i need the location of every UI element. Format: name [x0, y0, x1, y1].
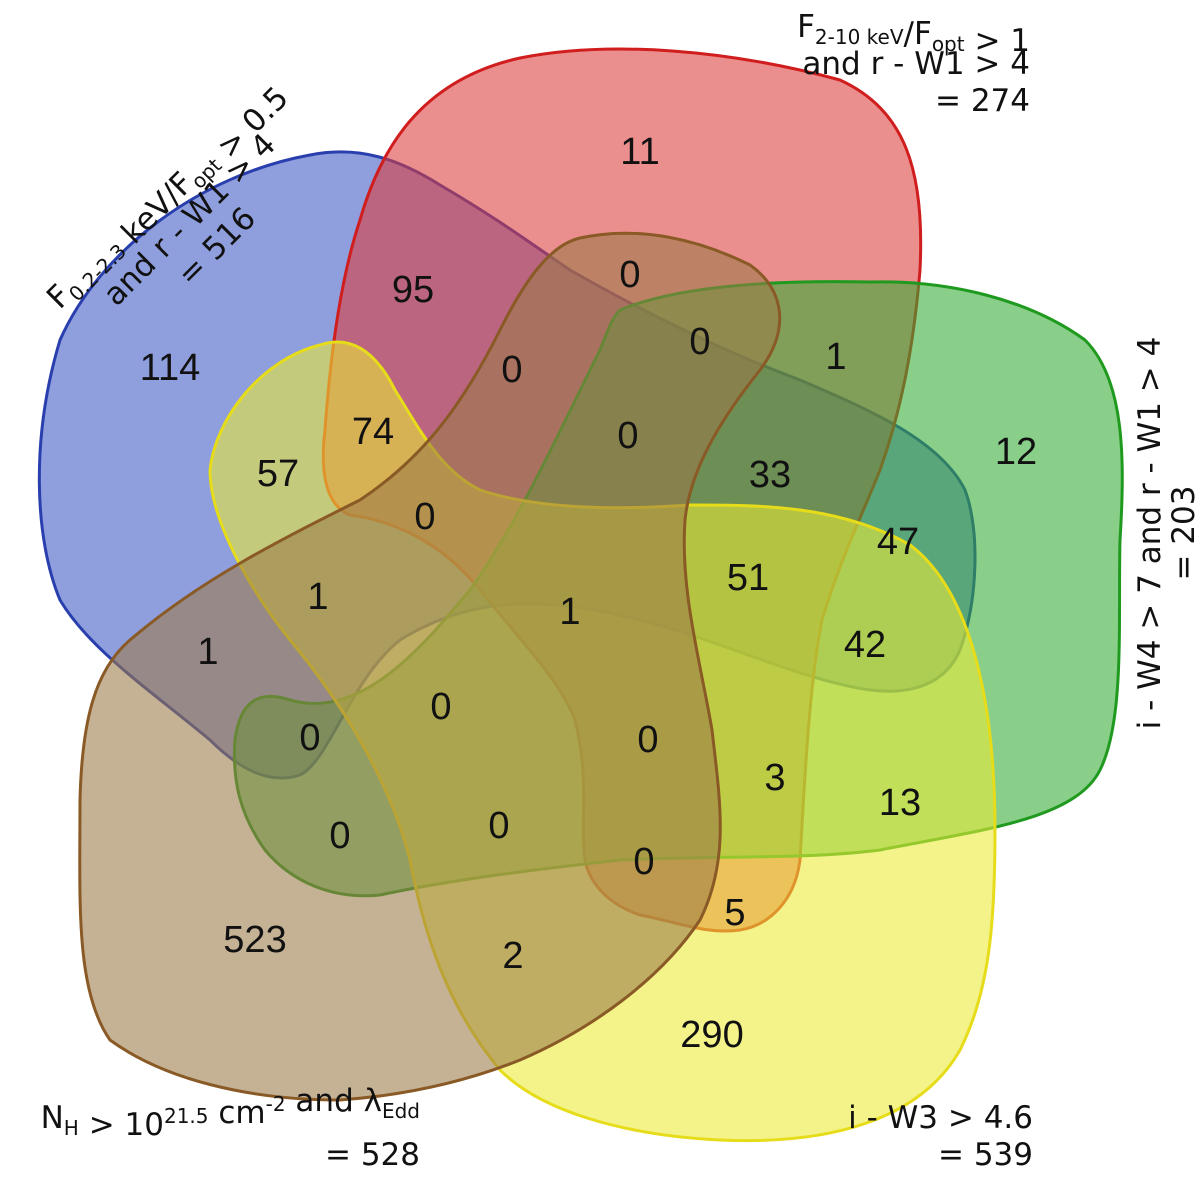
brown-set-label-line: NH > 1021.5 cm-2 and λEdd	[41, 1083, 420, 1143]
region-count: 0	[488, 805, 509, 847]
green-set-label-line: = 203	[1166, 486, 1200, 581]
region-count: 95	[392, 269, 434, 311]
region-count: 0	[329, 815, 350, 857]
green-set-label: i - W4 > 7 and r - W1 > 4= 203	[1132, 337, 1200, 730]
region-count: 42	[844, 624, 886, 666]
region-count: 74	[352, 411, 394, 453]
region-count: 0	[689, 321, 710, 363]
region-count: 114	[140, 347, 201, 389]
region-count: 0	[617, 415, 638, 457]
region-count: 3	[764, 757, 785, 799]
red-set-label-line: and r - W1 > 4	[802, 46, 1030, 82]
region-count: 1	[197, 631, 218, 673]
region-count: 0	[430, 686, 451, 728]
region-count: 12	[995, 431, 1037, 473]
region-count: 2	[502, 935, 523, 977]
region-count: 51	[727, 557, 769, 599]
region-count: 0	[633, 841, 654, 883]
region-count: 523	[223, 919, 286, 961]
region-count: 47	[877, 521, 919, 563]
red-set-label-line: F2-10 keV/Fopt > 1	[797, 9, 1030, 59]
brown-set-label-line: = 528	[325, 1137, 420, 1173]
red-set-label-line: = 274	[935, 83, 1030, 119]
yellow-set-label-line: i - W3 > 4.6	[848, 1100, 1033, 1136]
region-count: 290	[680, 1014, 743, 1056]
green-set-label-line: i - W4 > 7 and r - W1 > 4	[1132, 337, 1168, 730]
region-count: 0	[414, 496, 435, 538]
brown-set-shape	[78, 231, 782, 1102]
region-count: 33	[749, 454, 791, 496]
brown-set-label: NH > 1021.5 cm-2 and λEdd= 528	[41, 1083, 420, 1173]
region-count: 1	[307, 576, 328, 618]
yellow-set-label: i - W3 > 4.6= 539	[848, 1100, 1033, 1173]
region-count: 11	[620, 131, 659, 173]
region-count: 1	[559, 591, 580, 633]
region-count: 0	[619, 254, 640, 296]
region-count: 0	[299, 717, 320, 759]
region-count: 1	[825, 336, 846, 378]
yellow-set-label-line: = 539	[938, 1137, 1033, 1173]
region-count: 5	[724, 892, 745, 934]
region-count: 57	[257, 453, 299, 495]
region-count: 0	[637, 719, 658, 761]
region-count: 0	[501, 349, 522, 391]
region-count: 13	[879, 782, 921, 824]
set-shapes	[37, 47, 1124, 1143]
